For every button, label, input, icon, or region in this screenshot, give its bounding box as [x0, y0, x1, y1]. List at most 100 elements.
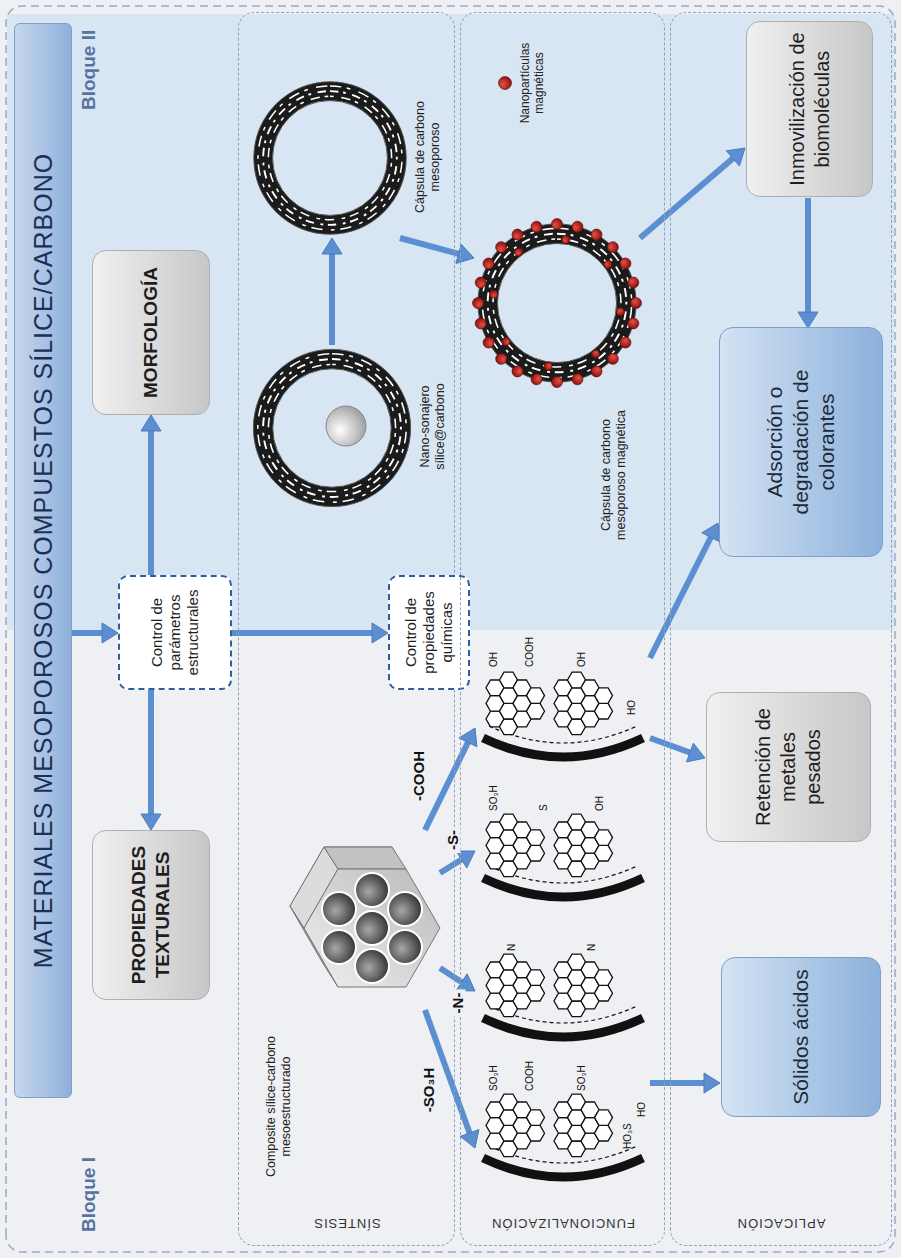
magnetic-carbon-capsule-part-part: [493, 351, 509, 367]
magnetic-carbon-capsule-part-part: [500, 336, 511, 347]
arrow-head: [798, 312, 818, 328]
edge-label: -COOH: [410, 748, 427, 804]
magnetic-carbon-capsule-part-part: [510, 364, 525, 379]
magnetic-carbon-capsule-part-part: [510, 227, 525, 242]
application-box: Retención de metales pesados: [706, 692, 871, 842]
chemical-group: N: [586, 944, 597, 951]
magnetic-carbon-capsule-part-part: [481, 256, 496, 271]
application-box: Inmovilización de biomoléculas: [746, 21, 873, 197]
functionalized-carbon-sheet-part: [483, 1018, 643, 1037]
band-label: SÍNTESIS: [313, 1216, 380, 1231]
mesostructured-composite-part: [322, 892, 356, 926]
chemical-group: OH: [488, 652, 499, 667]
magnetic-carbon-capsule-part-part: [513, 246, 524, 257]
magnetic-carbon-capsule-part-part: [627, 317, 640, 330]
arrow-head: [372, 623, 388, 643]
band-label: FUNCIONALIZACIÓN: [491, 1216, 635, 1231]
chemical-group: OH: [594, 796, 605, 811]
text-block: Adsorción o degradación de colorantes: [762, 334, 841, 550]
arrow-shaft: [650, 1080, 706, 1086]
magnetic-carbon-capsule-part-part: [589, 364, 604, 379]
node-text: MORFOLOGÍA: [139, 257, 163, 408]
flow-arrow: [141, 690, 161, 830]
magnetic-carbon-capsule-part-part: [493, 239, 509, 255]
functionalized-carbon-sheet-part: [486, 814, 545, 876]
magnetic-carbon-capsule-part-part: [473, 298, 484, 309]
nanoparticle-marker-part: [499, 77, 512, 90]
arrow-shaft: [148, 429, 154, 575]
magnetic-carbon-capsule-part-part: [616, 307, 625, 316]
node-text: Adsorción o degradación de colorantes: [762, 334, 841, 550]
arrow-head: [322, 238, 342, 254]
mesostructured-composite-part: [388, 892, 422, 926]
callout-label: Nanopartículas magnéticas: [518, 18, 547, 148]
flow-arrow: [798, 198, 818, 328]
flow-arrow: [640, 148, 745, 238]
arrow-head: [456, 974, 475, 991]
mesostructured-composite-part: [355, 873, 389, 907]
functionalized-carbon-sheet: [483, 954, 643, 1037]
functionalized-sheet: SO₃HSOH: [476, 785, 651, 915]
chemical-group: SO₃H: [488, 1065, 499, 1091]
rattle-illustration: Nano-sonajero sílice@carbono: [251, 344, 416, 509]
magnetic-carbon-capsule-part-part: [589, 227, 604, 242]
illustration-label: Composite sílice-carbono mesoestructurad…: [264, 1014, 294, 1199]
magnetic-carbon-capsule-part-part: [530, 220, 543, 233]
flow-arrow: [650, 738, 705, 762]
magnetic-carbon-capsule-part-part: [631, 298, 642, 309]
node-text: Sólidos ácidos: [788, 964, 814, 1110]
mesostructured-composite: [290, 847, 440, 987]
illustration-label: Nano-sonajero sílice@carbono: [418, 344, 448, 509]
functionalized-carbon-sheet-part: [483, 878, 643, 897]
magnetic-carbon-capsule-part-part: [489, 290, 498, 299]
flow-arrow: [440, 851, 475, 873]
arrow-head: [102, 623, 118, 643]
chemical-group: COOH: [524, 637, 535, 667]
flow-arrow: [141, 415, 161, 575]
flow-arrow: [322, 238, 342, 345]
flow-arrow: [425, 728, 477, 830]
magnetic-carbon-capsule-part-part: [618, 256, 633, 271]
application-box: Sólidos ácidos: [721, 957, 881, 1117]
functionalized-sheet: SO₃HCOOHSO₃HHO₃SHO: [476, 1065, 651, 1195]
illustration-label: Cápsula de carbono mesoporoso magnética: [599, 391, 629, 559]
functionalized-carbon-sheet-part: [554, 814, 613, 876]
text-block: Control de propiedades químicas: [402, 582, 456, 683]
block-label: Bloque I: [78, 1157, 100, 1232]
arrow-shaft: [148, 690, 154, 816]
node-text: Inmovilización de biomoléculas: [785, 28, 835, 190]
functionalized-carbon-sheet-part: [486, 1094, 545, 1156]
text-block: MATERIALES MESOPOROSOS COMPUESTOS SÍLICE…: [29, 30, 58, 1091]
chemical-group: HO₃S: [622, 1123, 633, 1149]
arrow-shaft: [640, 157, 734, 238]
node-text: Retención de metales pesados: [751, 699, 826, 835]
chemical-group: HO: [626, 700, 637, 715]
magnetic-carbon-capsule-part-part: [605, 239, 621, 255]
magnetic-carbon-capsule-part-part: [561, 235, 570, 244]
arrow-head: [141, 814, 161, 830]
arrow-head: [141, 415, 161, 431]
background-panels-part: [7, 14, 894, 630]
node-text: Control de parámetros estructurales: [148, 582, 202, 683]
magnetic-carbon-capsule-part-part: [590, 349, 601, 360]
stage-band: FUNCIONALIZACIÓNSO₃HCOOHSO₃HHO₃SHONNSO₃H…: [460, 12, 665, 1246]
chemical-group: HO: [636, 1102, 647, 1117]
composite-illustration: Composite sílice-carbono mesoestructurad…: [286, 829, 441, 1009]
arrow-shaft: [650, 536, 712, 658]
functionalized-carbon-sheet-part: [483, 738, 643, 757]
magnetic-carbon-capsule-part-part: [474, 317, 487, 330]
functionalized-carbon-sheet-part: [554, 1094, 613, 1156]
band-label: APLICACIÓN: [737, 1216, 826, 1231]
arrow-head: [460, 1130, 479, 1148]
control-box: Control de propiedades químicas: [388, 575, 470, 690]
title-bar: MATERIALES MESOPOROSOS COMPUESTOS SÍLICE…: [14, 23, 72, 1098]
functionalized-carbon-sheet: [483, 1094, 643, 1177]
arrow-head: [704, 1073, 720, 1093]
functionalized-carbon-sheet: [483, 814, 643, 897]
arrow-shaft: [329, 252, 335, 345]
illustration-label: Cápsula de carbono mesoporoso: [413, 77, 443, 237]
chemical-group: COOH: [524, 1061, 535, 1091]
text-block: Inmovilización de biomoléculas: [785, 28, 835, 190]
hollow-carbon-capsule: [254, 82, 406, 234]
